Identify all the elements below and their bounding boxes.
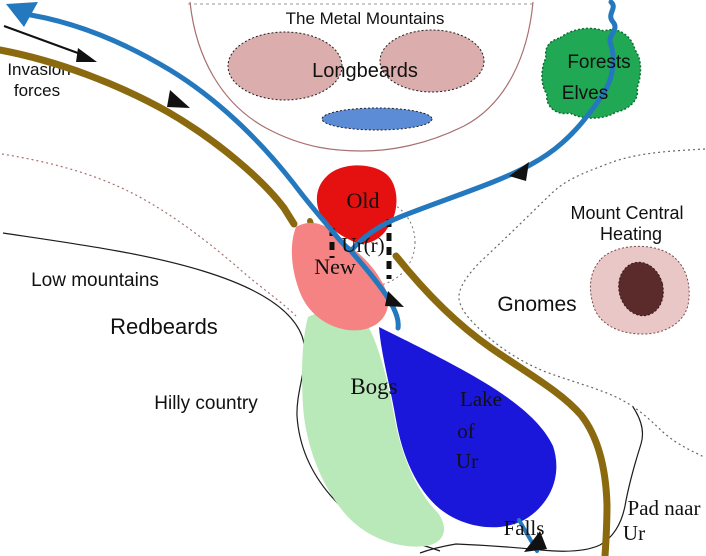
metal-mountains-region-outline [189, 1, 534, 152]
gnomes-region-dotted-boundary [458, 148, 706, 458]
pad-naar-ur-label-line2: Ur [623, 521, 645, 545]
invasion-arrowhead [76, 48, 97, 62]
forests-label: Forests [567, 52, 630, 73]
mount-central-heating-label-line1: Mount Central [570, 203, 683, 223]
bogs-area [302, 311, 445, 547]
low-mountains-label: Low mountains [31, 270, 159, 291]
river-flow-arrowhead-south [385, 291, 404, 307]
elves-label: Elves [562, 83, 608, 104]
falls-label: Falls [504, 516, 545, 540]
elves-forest-area [541, 27, 642, 119]
river-west-branch [15, 10, 354, 254]
old-city-area [316, 165, 397, 244]
new-city-area [291, 222, 389, 331]
lake-of-ur-label-line2: of [457, 419, 475, 443]
mount-central-heating-label-line2: Heating [600, 224, 662, 244]
ur-city-label: Ur(r) [341, 233, 384, 257]
volcano-crater [618, 261, 664, 317]
longbeards-label: Longbeards [312, 60, 418, 82]
road-northwest [0, 46, 298, 228]
longbeards-west-hill [227, 31, 343, 101]
mountain-lake-ellipse [321, 107, 433, 131]
invasion-forces-label-line2: forces [14, 81, 60, 100]
river-east-branch [348, 0, 618, 254]
southeast-boundary-line [419, 406, 644, 554]
pad-naar-ur-label-line1: Pad naar [628, 496, 701, 520]
falls-arrowhead [524, 531, 547, 552]
new-city-label: New [314, 254, 356, 279]
ur-city-dotted-circle [326, 197, 416, 287]
lake-of-ur-label-line1: Lake [460, 387, 502, 411]
bogs-label: Bogs [350, 374, 397, 399]
longbeards-east-hill [379, 29, 485, 93]
river-flow-arrowhead-west [167, 90, 190, 108]
road-southeast-pad-naar-ur [392, 252, 611, 556]
redbeards-label: Redbeards [110, 314, 218, 339]
gnomes-label: Gnomes [497, 293, 576, 316]
foothills-dotted-boundary [1, 153, 297, 317]
old-city-label: Old [347, 188, 380, 213]
lake-of-ur-label-line3: Ur [456, 449, 478, 473]
metal-mountains-label: The Metal Mountains [286, 9, 445, 28]
invasion-arrow-line [3, 25, 87, 57]
hilly-country-label: Hilly country [154, 393, 258, 414]
lake-of-ur-area [379, 327, 557, 528]
river-flow-arrowhead-east [509, 162, 529, 181]
